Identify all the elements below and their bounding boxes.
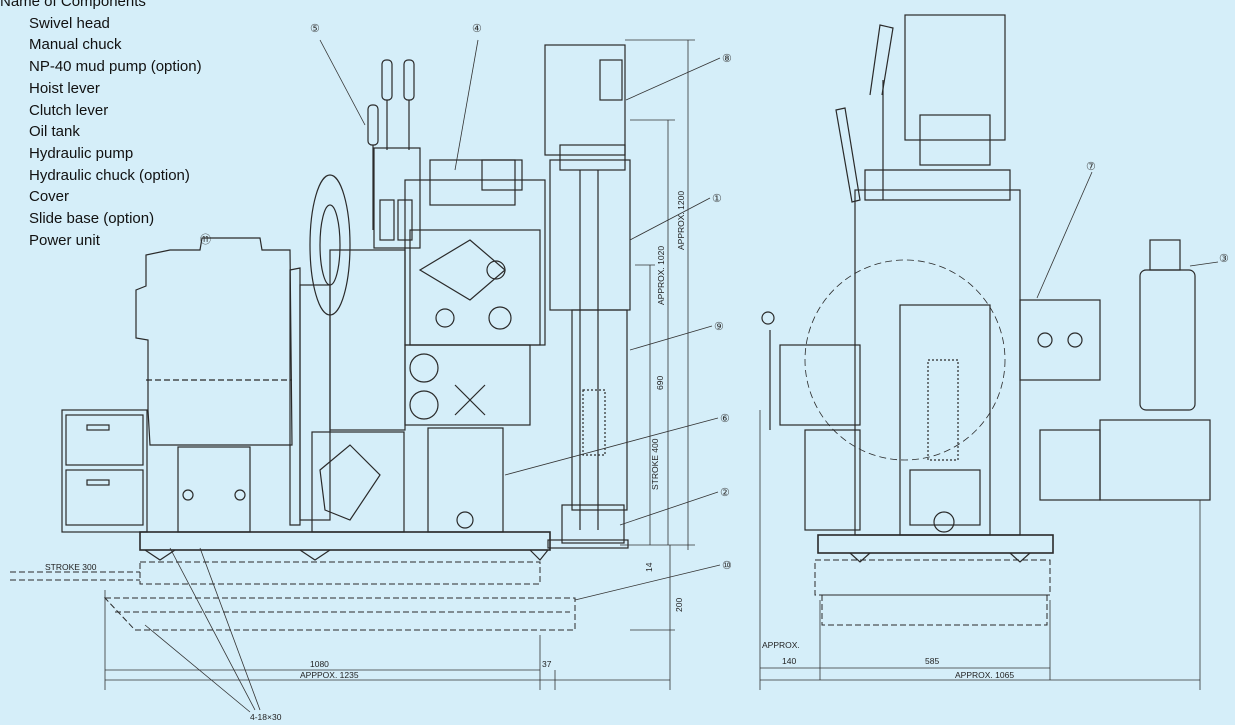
fuel-tank (61, 409, 148, 533)
clutch-lever-grip (367, 104, 379, 146)
dim-stroke-300: STROKE 300 (45, 562, 97, 572)
front-hydraulic-pump (1019, 299, 1101, 381)
front-swivel-head (904, 14, 1006, 141)
legend-item-manual-chuck: Manual chuck (29, 36, 122, 54)
legend-item-hydraulic-chuck: Hydraulic chuck (option) (29, 166, 190, 184)
callout-8: ⑧ (722, 53, 732, 65)
power-unit-outline (135, 237, 293, 446)
dim-approx: APPROX. (762, 640, 800, 650)
hoist-lever-grip-2 (403, 59, 415, 101)
front-base-frame (817, 534, 1054, 554)
legend-item-mud-pump: NP-40 mud pump (option) (29, 58, 202, 76)
callout-3: ③ (1219, 253, 1229, 265)
dim-1065: APPROX. 1065 (955, 670, 1014, 680)
side-view-dimensions (104, 39, 721, 713)
callouts: ⑤ ④ ⑧ ① ⑪ ⑨ ⑥ ② ⑩ ⑦ ③ (200, 23, 1229, 572)
dim-1020: APPROX. 1020 (656, 246, 666, 305)
legend-item-oil-tank: Oil tank (29, 123, 80, 141)
belt-pulley (289, 267, 301, 526)
legend-item-clutch-lever: Clutch lever (29, 101, 109, 119)
components-legend: Name of Components Swivel head Manual ch… (0, 0, 300, 251)
dim-200: 200 (674, 598, 684, 612)
legend-item-slide-base: Slide base (option) (29, 210, 155, 228)
bolt-spec: 4-18×30 (250, 712, 282, 722)
gauge-panel (404, 344, 531, 426)
front-view (761, 14, 1211, 626)
dim-37: 37 (542, 659, 552, 669)
callout-2: ② (720, 487, 730, 499)
callout-7: ⑦ (1086, 161, 1096, 173)
hoist-lever-grip-1 (381, 59, 393, 101)
front-valve-bank (779, 344, 861, 426)
callout-10: ⑩ (722, 560, 732, 572)
hydraulic-pump-box (311, 431, 405, 533)
dim-690: 690 (655, 376, 665, 390)
dim-stroke-400: STROKE 400 (650, 438, 660, 490)
oil-tank (427, 427, 504, 533)
dim-1080: 1080 (310, 659, 329, 669)
front-lever (835, 107, 861, 203)
legend-title: Name of Components (0, 0, 146, 10)
front-mud-screen (927, 359, 959, 461)
dim-1235: APPPOX. 1235 (300, 670, 359, 680)
callout-1: ① (712, 193, 722, 205)
legend-item-swivel-head: Swivel head (29, 14, 110, 32)
slide-base-outline (10, 561, 576, 631)
front-mud-pump (1139, 269, 1196, 411)
dim-585: 585 (925, 656, 939, 666)
callout-6: ⑥ (720, 413, 730, 425)
swivel-head-top (544, 44, 626, 156)
callout-5: ⑤ (310, 23, 320, 35)
legend-item-cover: Cover (29, 188, 70, 206)
mud-screen (582, 389, 606, 456)
front-view-dimensions (759, 171, 1219, 690)
callout-11: ⑪ (200, 233, 211, 246)
dim-1200: APPROX. 1200 (676, 191, 686, 250)
front-housing (854, 189, 1021, 536)
legend-item-power-unit: Power unit (29, 231, 100, 249)
legend-item-hoist-lever: Hoist lever (29, 79, 100, 97)
callout-4: ④ (472, 23, 482, 35)
front-base-outline (814, 559, 1051, 626)
dim-14: 14 (644, 562, 654, 572)
base-frame (139, 531, 551, 551)
legend-item-hydraulic-pump: Hydraulic pump (29, 144, 134, 162)
side-view (10, 44, 631, 631)
dim-140: 140 (782, 656, 796, 666)
callout-9: ⑨ (714, 321, 724, 333)
transmission-housing (329, 249, 406, 431)
mast-column (549, 159, 631, 311)
